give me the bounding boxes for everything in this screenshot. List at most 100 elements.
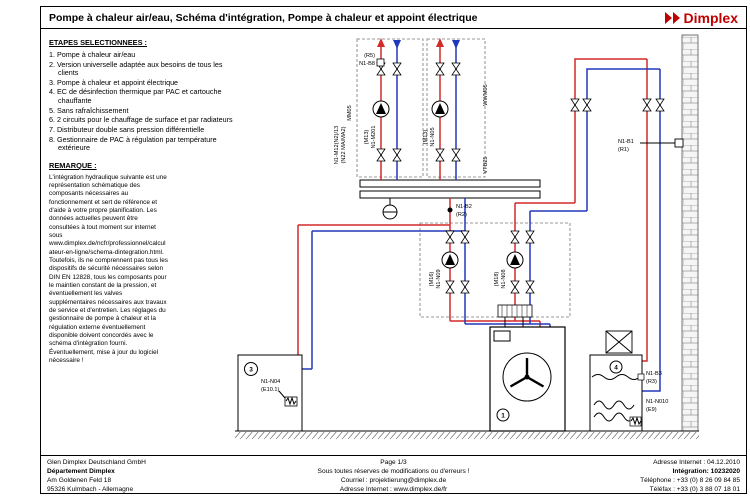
steps-heading: ETAPES SELECTIONNEES :: [49, 38, 148, 47]
remark-heading: REMARQUE :: [49, 160, 97, 170]
label-n1b3: N1-B3: [646, 371, 662, 377]
label-r5: (R5): [364, 53, 375, 59]
valve-icon: [451, 148, 461, 162]
label-n1n010-e9: (E9): [646, 407, 657, 413]
footer-integration-id: Intégration: 10232020: [672, 467, 740, 475]
flow-arrow-icon: [452, 40, 460, 49]
valve-icon: [510, 280, 520, 294]
coil-icon: [593, 412, 635, 422]
valve-icon: [655, 98, 665, 112]
label-pump-b2: N1-N05: [430, 127, 436, 146]
label-vtb25: VTB25: [483, 156, 489, 173]
step-item: 3. Pompe à chaleur et appoint électrique: [49, 77, 179, 87]
label-n1b8: N1-B8: [359, 61, 375, 67]
step-item: 5. Sans rafraîchissement: [49, 105, 129, 115]
expansion-vessel-icon: [382, 198, 398, 220]
footer-company-name: Glen Dimplex Deutschland GmbH: [47, 459, 146, 466]
valve-icon: [570, 98, 580, 112]
valve-icon: [510, 230, 520, 244]
label-pump-a2: N1-M201: [371, 125, 377, 148]
label-riser-2: (N22 MA/MA2): [341, 126, 347, 163]
label-n1b2-r2: (R2): [456, 212, 467, 218]
page-frame: Pompe à chaleur air/eau, Schéma d'intégr…: [40, 6, 747, 494]
label-n1b2: N1-B2: [456, 204, 472, 210]
water-level-icon: [591, 374, 641, 380]
footer-right-block: Adresse Internet : 04.12.2010 Intégratio…: [509, 459, 740, 493]
valve-icon: [445, 230, 455, 244]
ground-hatch: [235, 432, 699, 439]
brick-wall: [681, 34, 699, 432]
label-wwm05: WWM05: [483, 84, 489, 105]
valve-icon: [392, 148, 402, 162]
label-n1n04: N1-N04: [261, 379, 280, 385]
dimplex-logo-icon: [664, 11, 680, 24]
valve-icon: [445, 280, 455, 294]
pump-icon: [431, 100, 449, 118]
valve-icon: [435, 148, 445, 162]
footer-center-block: Page 1/3 Sous toutes réserves de modific…: [278, 459, 509, 493]
footer-street: Am Goldenen Feld 18: [47, 476, 112, 484]
label-n1b3-r3: (R3): [646, 379, 657, 385]
label-n1b1: N1-B1: [618, 139, 634, 145]
fan-icon: [502, 352, 552, 402]
item-number-heatpump: 1: [501, 413, 505, 420]
valve-icon: [392, 62, 402, 76]
valve-icon: [525, 230, 535, 244]
label-riser-1: N1-M12(N2)/13: [334, 126, 340, 165]
pump-icon: [506, 251, 524, 269]
footer-fax: Téléfax : +33 (0) 3 88 07 18 01: [649, 485, 740, 493]
valve-icon: [460, 230, 470, 244]
step-item: 1. Pompe à chaleur air/eau: [49, 49, 136, 59]
terminal-strip: [497, 304, 533, 327]
step-item: 4. EC de désinfection thermique par PAC …: [49, 87, 222, 106]
footer-city: 95326 Kulmbach - Allemagne: [47, 485, 134, 493]
flow-arrow-icon: [377, 38, 385, 47]
footer-email: Courriel : projektierung@dimplex.de: [340, 476, 447, 484]
label-mm05: MM05: [347, 105, 353, 121]
valve-icon: [435, 62, 445, 76]
label-n1n010: N1-N010: [646, 399, 668, 405]
label-pump-a1: (M13): [364, 130, 370, 145]
valve-icon: [376, 148, 386, 162]
blue-return-pipes: [302, 47, 661, 392]
item-number-buffer: 3: [249, 367, 253, 374]
sensor-outdoor-icon: [674, 138, 684, 148]
coil-icon: [593, 400, 635, 410]
step-item: 7. Distributeur double sans pression dif…: [49, 125, 205, 134]
footer-company-block: Glen Dimplex Deutschland GmbH Départemen…: [47, 459, 278, 493]
label-n1n04-e101: (E10.1): [261, 387, 279, 393]
sidebar: ETAPES SELECTIONNEES : 1. Pompe à chaleu…: [49, 38, 235, 365]
label-pump-c1: (M16): [429, 272, 435, 287]
label-n1b1-r1: (R1): [618, 147, 629, 153]
footer-page-number: Page 1/3: [380, 459, 407, 466]
sensor-dhw-icon: [637, 373, 645, 381]
item-number-dhw: 4: [614, 365, 618, 372]
step-item: 6. 2 circuits pour le chauffage de surfa…: [49, 115, 233, 125]
dimplex-logo: Dimplex: [664, 10, 738, 26]
dhw-tank: [589, 354, 645, 432]
footer-department: Département Dimplex: [47, 467, 115, 475]
flow-arrow-icon: [436, 38, 444, 47]
footer-bar: Glen Dimplex Deutschland GmbH Départemen…: [41, 455, 746, 493]
page-title: Pompe à chaleur air/eau, Schéma d'intégr…: [49, 11, 478, 24]
flow-arrow-icon: [393, 40, 401, 49]
valve-icon: [451, 62, 461, 76]
header-bar: Pompe à chaleur air/eau, Schéma d'intégr…: [41, 7, 746, 29]
footer-disclaimer: Sous toutes réserves de modifications ou…: [317, 467, 470, 475]
step-item: 8. Gestionnaire de PAC à régulation par …: [49, 134, 217, 153]
label-pump-b1: (M13): [423, 130, 429, 145]
red-supply-pipes: [297, 47, 648, 362]
pump-icon: [372, 100, 390, 118]
heat-pump-unit: [489, 326, 566, 432]
step-item: 2. Version universelle adaptée aux besoi…: [49, 59, 223, 78]
sensor-n1b2-icon: [447, 207, 453, 213]
dimplex-logo-text: Dimplex: [683, 9, 738, 26]
hydraulic-schematic: (R5) N1-B8 MM05 WWM05 VTB25 N1-M12(N2)/1…: [235, 34, 699, 439]
valve-icon: [460, 280, 470, 294]
valve-icon: [582, 98, 592, 112]
buffer-tank: [237, 354, 303, 432]
pump-icon: [441, 251, 459, 269]
label-pump-d2: N1-N08: [501, 269, 507, 288]
distributor-bar-top: [359, 179, 541, 188]
wall-console: [605, 330, 633, 354]
